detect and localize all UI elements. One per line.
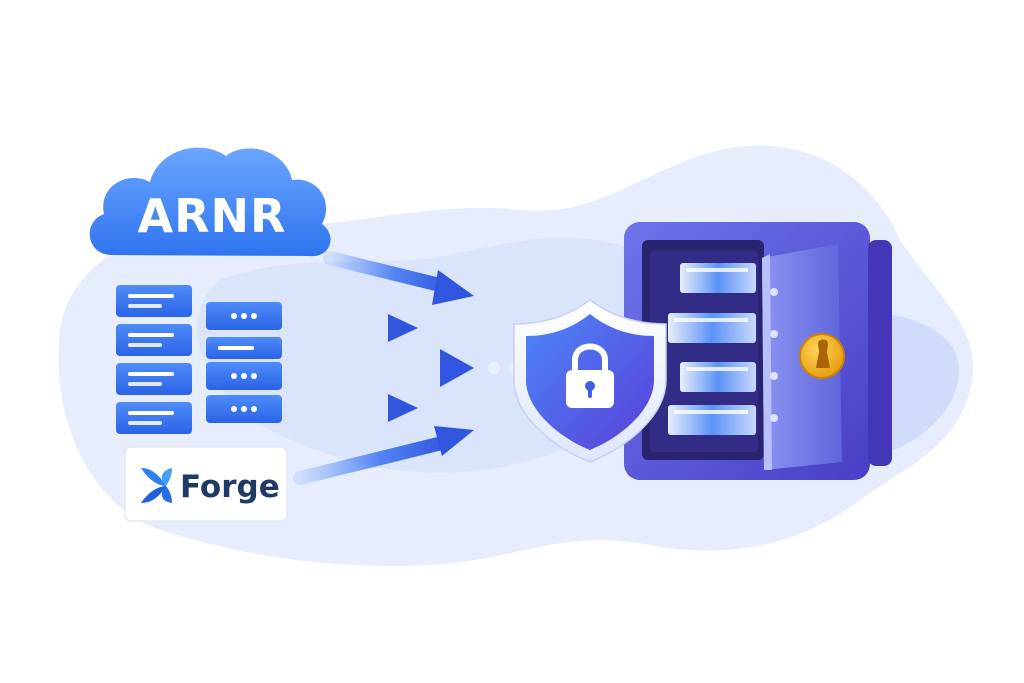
server-unit bbox=[206, 362, 282, 390]
server-stack-icon bbox=[116, 285, 192, 434]
server-unit bbox=[206, 302, 282, 330]
shield-lock-icon bbox=[513, 299, 667, 463]
server-unit bbox=[206, 395, 282, 423]
server-unit bbox=[116, 285, 192, 317]
arrow-right-icon bbox=[294, 394, 418, 422]
cloud-label: ARNR bbox=[138, 189, 287, 243]
vault-door bbox=[762, 244, 845, 470]
vault-safe-icon bbox=[624, 222, 892, 480]
server-unit bbox=[116, 363, 192, 395]
server-unit bbox=[116, 324, 192, 356]
brand-name: Forge bbox=[180, 469, 280, 505]
server-dots-stack-icon bbox=[206, 302, 282, 423]
arrow-right-icon bbox=[293, 426, 474, 485]
server-unit bbox=[116, 402, 192, 434]
padlock-icon bbox=[566, 343, 614, 408]
server-unit bbox=[206, 337, 282, 359]
cloud-badge: ARNR bbox=[89, 147, 331, 257]
arrow-right-icon bbox=[294, 314, 418, 342]
arrow-right-icon bbox=[292, 349, 474, 387]
forge-logo-card: Forge bbox=[124, 446, 288, 522]
forge-x-logo-icon bbox=[141, 468, 172, 503]
migration-arrows bbox=[292, 251, 521, 485]
data-shelves bbox=[668, 263, 756, 435]
arrow-right-icon bbox=[323, 251, 474, 305]
